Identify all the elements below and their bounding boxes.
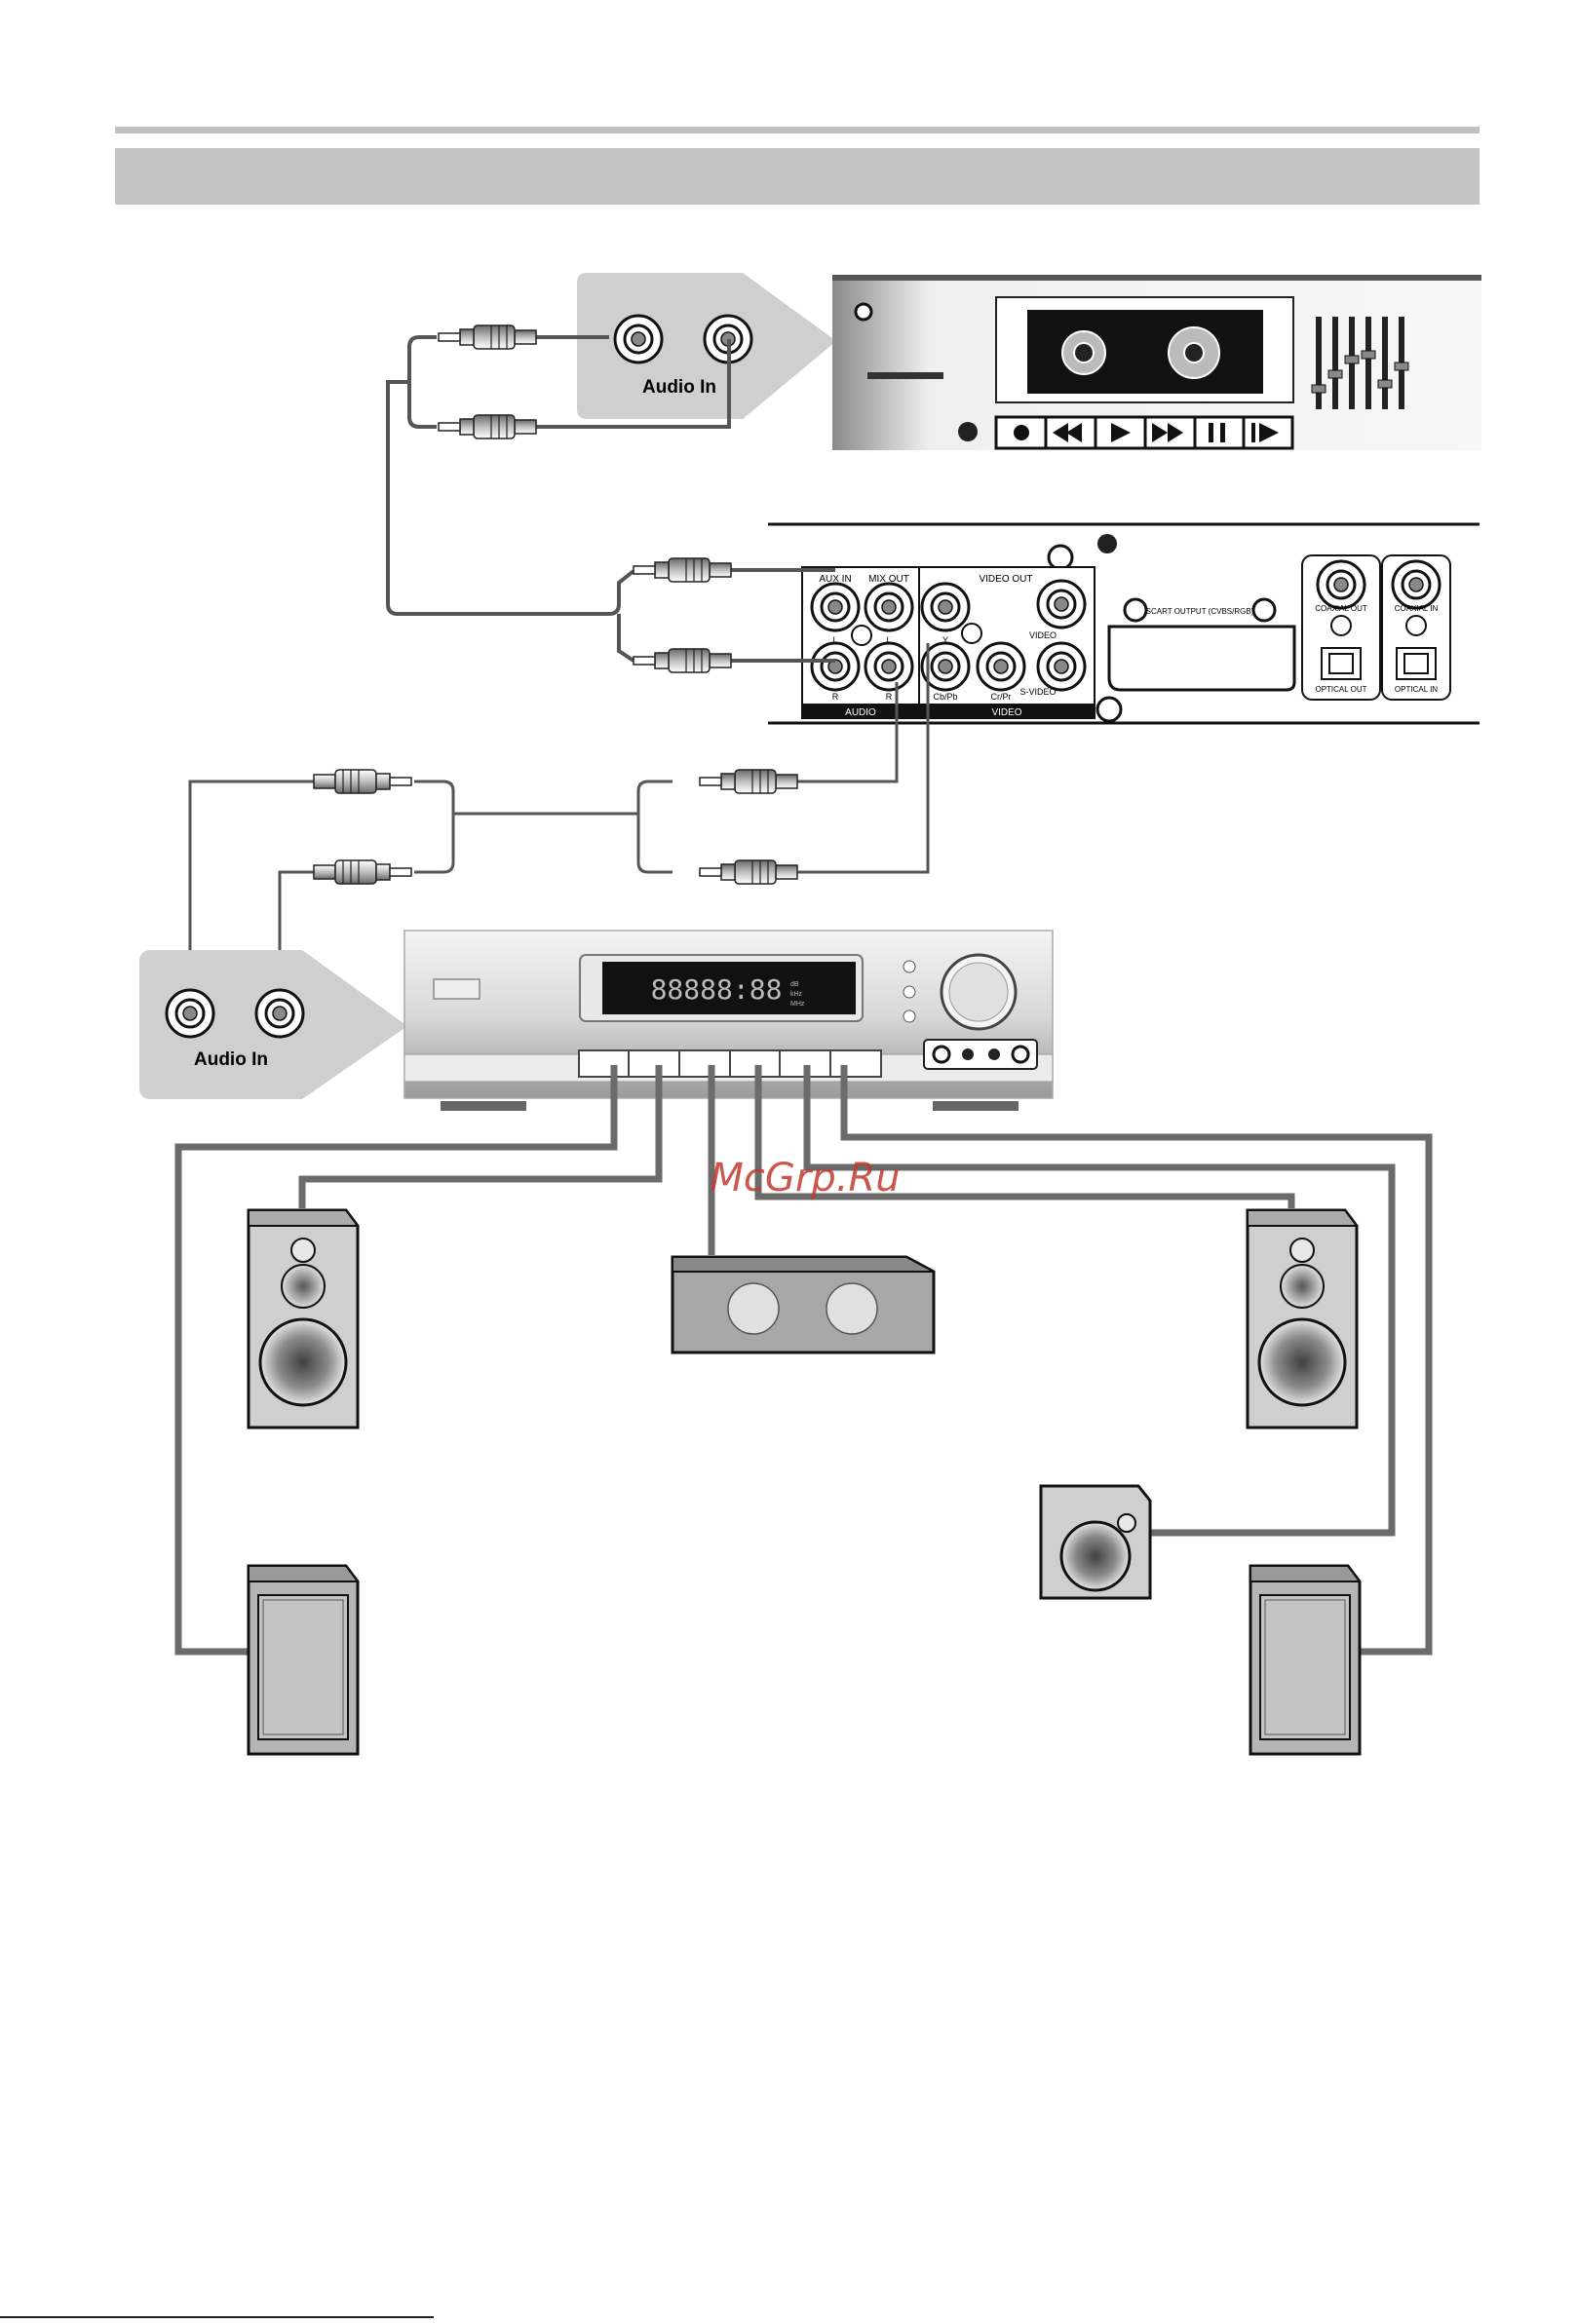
svg-text:S-VIDEO: S-VIDEO: [1019, 687, 1056, 697]
svg-text:Cr/Pr: Cr/Pr: [991, 692, 1012, 702]
video-bar-label: VIDEO: [991, 707, 1021, 718]
front-right-speaker: [1248, 1210, 1357, 1428]
record-icon: [1014, 425, 1029, 440]
tape-deck: Audio In: [577, 273, 1481, 450]
step-icon: [1251, 423, 1255, 442]
transport-buttons: [996, 417, 1292, 448]
svg-text:VIDEO: VIDEO: [1029, 630, 1057, 640]
svg-text:R: R: [886, 692, 893, 702]
rca-plug-aux-r: [634, 649, 731, 672]
rca-plug-deck-l: [439, 325, 536, 349]
header-band: [115, 148, 1480, 205]
surround-right-speaker: [1250, 1566, 1360, 1754]
deck-audio-in-left-jack: [615, 316, 662, 362]
rca-plug-aux-l: [634, 558, 731, 582]
center-speaker: [673, 1257, 934, 1352]
receiver-audio-in-label: Audio In: [194, 1049, 268, 1070]
surround-left-speaker: [249, 1566, 358, 1754]
receiver-display-text: 88888:88: [651, 973, 783, 1006]
svg-text:MHz: MHz: [790, 1001, 805, 1008]
front-left-speaker: [249, 1210, 358, 1428]
rca-plug-deck-r: [439, 415, 536, 438]
audio-bar-label: AUDIO: [845, 707, 876, 718]
svg-text:L: L: [832, 635, 837, 645]
subwoofer: [1041, 1486, 1150, 1598]
svg-text:Y: Y: [942, 635, 948, 645]
deck-slot: [867, 372, 943, 379]
svg-text:kHz: kHz: [790, 991, 803, 998]
dvd-aux-cables: [585, 570, 835, 661]
receiver-audio-in-left-jack: [167, 990, 213, 1037]
rca-plug-rcv-r: [314, 860, 411, 884]
deck-power-knob: [856, 304, 871, 320]
watermark: McGrp.Ru: [710, 1156, 900, 1200]
rca-plug-mix-l: [700, 770, 797, 793]
receiver-power-button: [434, 979, 480, 999]
svg-text:R: R: [832, 692, 839, 702]
deck-audio-in-label: Audio In: [642, 377, 716, 398]
rca-plug-rcv-l: [314, 770, 411, 793]
receiver-audio-in-right-jack: [256, 990, 303, 1037]
svg-text:COAXIAL OUT: COAXIAL OUT: [1315, 604, 1367, 613]
svg-text:COAXIAL IN: COAXIAL IN: [1395, 604, 1439, 613]
scart-label: SCART OUTPUT (CVBS/RGB): [1146, 607, 1254, 616]
svg-text:OPTICAL OUT: OPTICAL OUT: [1315, 685, 1366, 694]
receiver: Audio In 88888:88 dB kHz MHz: [139, 931, 1053, 1111]
svg-text:Cb/Pb: Cb/Pb: [933, 692, 957, 702]
speaker-wires: [178, 1065, 1429, 1652]
svg-text:L: L: [886, 635, 891, 645]
video-out-label: VIDEO OUT: [979, 574, 1032, 585]
rca-plug-mix-r: [700, 860, 797, 884]
svg-text:dB: dB: [790, 981, 799, 988]
dvd-rear-panel: AUX IN MIX OUT L L R R VIDEO OUT Y Cb/Pb…: [768, 524, 1480, 723]
deck-headphone-jack: [958, 422, 978, 441]
scart-connector: [1109, 627, 1294, 690]
svg-text:OPTICAL IN: OPTICAL IN: [1395, 685, 1438, 694]
pause-icon: [1209, 423, 1213, 442]
header-rule: [115, 127, 1480, 133]
